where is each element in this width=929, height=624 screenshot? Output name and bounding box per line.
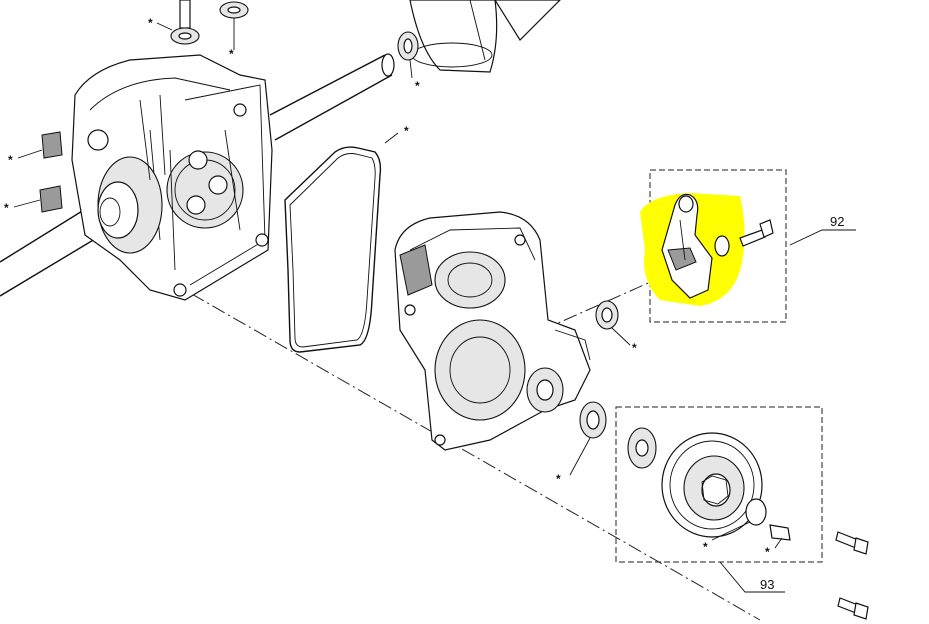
asterisk-clip-upper: *	[8, 153, 13, 167]
shift-lever	[661, 193, 713, 299]
transaxle-housing-left	[71, 54, 273, 301]
leader-asterisk-clip-upper	[17, 149, 43, 159]
gasket	[284, 146, 382, 353]
asterisk-seal-right-upper: *	[632, 341, 637, 355]
hub-flange	[627, 427, 657, 469]
leader-asterisk-washer	[711, 521, 751, 541]
pulley-bolt	[769, 524, 791, 541]
callout-92: 92	[830, 214, 844, 229]
lever-bolt	[739, 219, 774, 247]
leader-asterisk-bolt	[774, 537, 783, 549]
bolt-loose-upper	[835, 531, 869, 555]
leader-asterisk-clip-lower	[13, 199, 41, 208]
seal-right-lower	[579, 401, 607, 439]
fan-shroud	[409, 0, 561, 73]
asterisk-top-shaft: *	[148, 16, 153, 30]
lever-washer	[714, 235, 730, 257]
input-shaft-top	[170, 0, 200, 45]
seal-right-upper	[595, 300, 619, 330]
clip-lower-left	[39, 185, 63, 213]
leader-93	[719, 561, 785, 593]
asterisk-seal-top: *	[229, 47, 234, 61]
seal-top	[219, 1, 249, 19]
seal-shroud	[397, 31, 419, 61]
asterisk-shroud-seal: *	[415, 79, 420, 93]
pulley	[661, 432, 763, 538]
leader-asterisk-shroud-seal	[409, 59, 413, 79]
asterisk-gasket: *	[404, 124, 409, 138]
assembly-box-93	[615, 406, 823, 563]
clip-upper-left	[41, 131, 63, 159]
pulley-washer	[745, 498, 767, 526]
seal-right-upper-leader	[611, 327, 631, 346]
callout-93: 93	[760, 577, 774, 592]
axle-tube-upper	[269, 53, 395, 141]
asterisk-washer: *	[703, 540, 708, 554]
asterisk-clip-lower: *	[4, 201, 9, 215]
leader-asterisk-gasket	[384, 132, 399, 144]
transaxle-housing-right	[394, 211, 591, 451]
bolt-loose-lower	[837, 597, 869, 620]
seal-right-lower-leader	[569, 437, 591, 476]
leader-92	[789, 229, 856, 246]
asterisk-bolt: *	[765, 545, 770, 559]
asterisk-seal-right-lower: *	[556, 472, 561, 486]
leader-asterisk-top-shaft	[156, 22, 173, 31]
